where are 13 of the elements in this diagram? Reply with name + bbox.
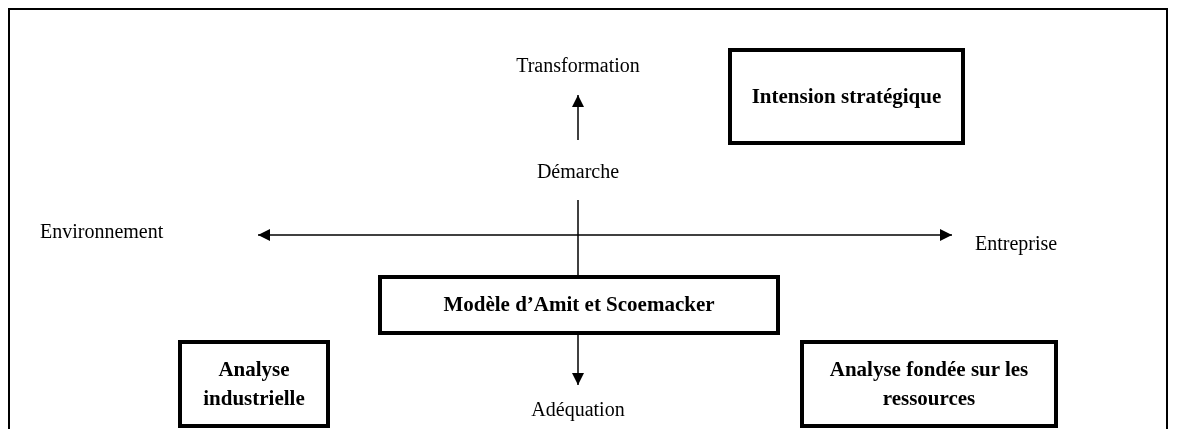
axis-label: Environnement bbox=[40, 220, 164, 243]
box-title: Analyse fondée sur les ressources bbox=[828, 355, 1030, 412]
axis-label: Transformation bbox=[516, 54, 640, 77]
axis-label: Démarche bbox=[536, 160, 620, 183]
concept-box bbox=[800, 340, 1058, 428]
concept-box bbox=[178, 340, 330, 428]
box-title: Analyse industrielle bbox=[202, 355, 306, 412]
concept-box bbox=[378, 275, 780, 335]
concept-box bbox=[728, 48, 965, 145]
axis-label: Adéquation bbox=[531, 398, 625, 421]
axis-label: Entreprise bbox=[975, 232, 1058, 255]
box-title: Intension stratégique bbox=[751, 82, 942, 110]
box-title: Modèle d’Amit et Scoemacker bbox=[443, 291, 715, 319]
